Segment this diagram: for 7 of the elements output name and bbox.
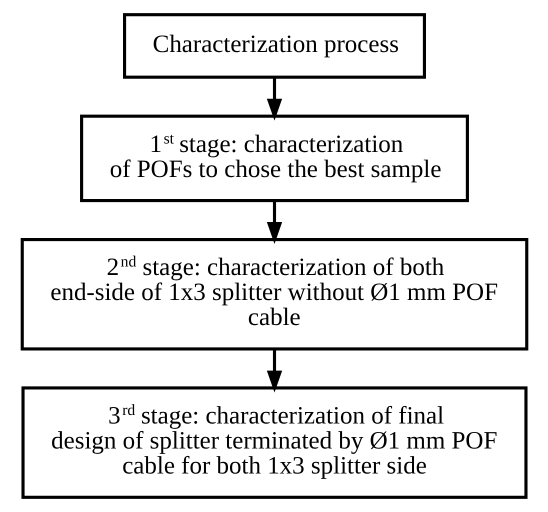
node-box: 2$^{nd}$ stage: characterization of both end-side of 1x3 splitter without Ø1 mm POF cable	[20, 238, 528, 350]
arrow	[266, 77, 282, 121]
node-box: Characterization process	[122, 13, 426, 79]
node-box: 3$^{rd}$ stage: characterization of final design of splitter terminated by Ø1 mm POF cable for both 1x3 splitter side	[20, 386, 528, 499]
node-box: 1$^{st}$ stage: characterization of POFs to chose the best sample	[80, 114, 468, 202]
arrow	[266, 349, 282, 393]
arrow	[266, 201, 282, 244]
